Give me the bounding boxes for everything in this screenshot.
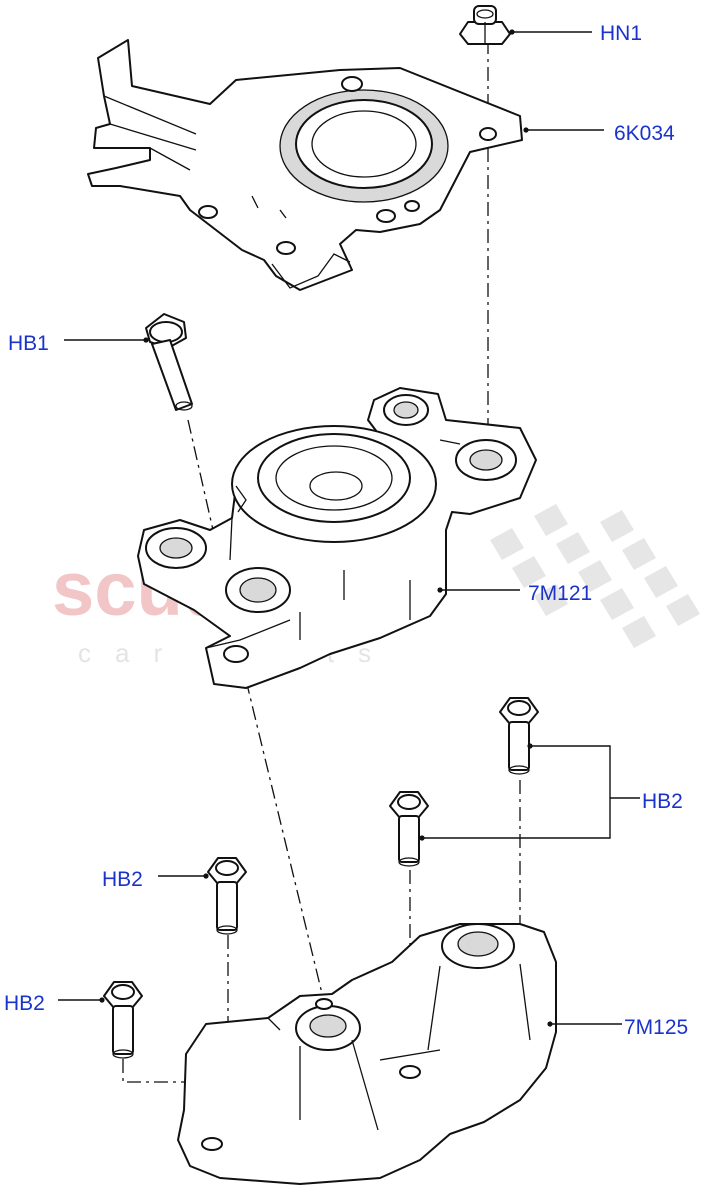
label-hb1: HB1 — [8, 332, 49, 355]
engine-mount-7m121 — [137, 387, 537, 689]
bolt-hb2-left-upper — [207, 857, 247, 935]
label-7m121: 7M121 — [528, 582, 592, 605]
label-6k034: 6K034 — [614, 122, 675, 145]
bolt-hb2-right — [499, 697, 539, 775]
label-7m125: 7M125 — [624, 1016, 688, 1039]
label-hn1: HN1 — [600, 22, 642, 45]
checkered-flag-icon — [490, 504, 700, 648]
lower-bracket-7m125 — [177, 923, 557, 1185]
callout-labels: HN1 6K034 HB1 7M121 HB2 HB2 HB2 7M125 — [4, 22, 688, 1039]
bolt-hb2-mid — [389, 791, 429, 867]
label-hb2-mid: HB2 — [102, 868, 143, 891]
label-hb2-left: HB2 — [4, 992, 45, 1015]
label-hb2-right: HB2 — [642, 790, 683, 813]
leader-lines — [58, 29, 640, 1027]
nut-hn1 — [459, 5, 511, 45]
bracket-6k034 — [87, 39, 523, 291]
bolt-hb1 — [145, 313, 193, 411]
bolt-hb2-left-lower — [103, 981, 143, 1059]
